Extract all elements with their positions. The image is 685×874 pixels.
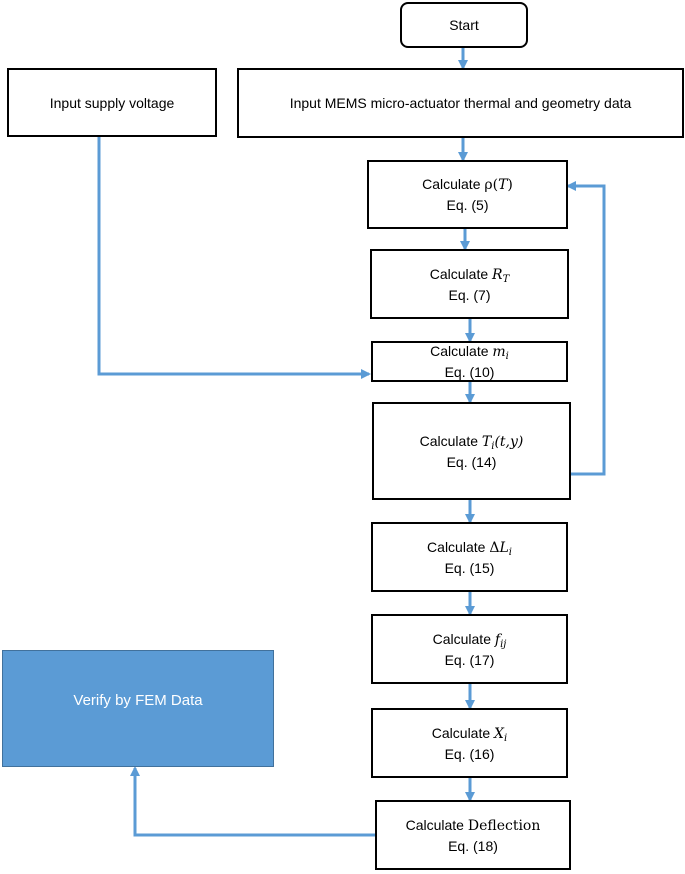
calc-mi-equation: Eq. (10) [444,364,495,380]
calc-xi-title: Calculate Xi [431,724,508,744]
calc-rho-title: Calculate ρ(T) [422,176,513,193]
arrow-supply-to-mi [97,137,371,379]
calc-mi-node: Calculate mi Eq. (10) [371,341,568,382]
arrow-ti-loop-to-rho [566,181,606,476]
calc-delta-l-title: Calculate ΔLi [427,538,512,558]
calc-rt-node: Calculate RT Eq. (7) [370,249,569,319]
calc-ti-title: Calculate Ti(t,y) [419,432,524,452]
supply-voltage-node: Input supply voltage [7,68,217,137]
input-data-label: Input MEMS micro-actuator thermal and ge… [289,95,632,111]
calc-xi-node: Calculate Xi Eq. (16) [371,708,568,778]
calc-rho-node: Calculate ρ(T) Eq. (5) [367,160,568,229]
verify-fem-node: Verify by FEM Data [2,650,274,767]
calc-ti-equation: Eq. (14) [446,453,497,470]
calc-delta-l-node: Calculate ΔLi Eq. (15) [371,522,568,592]
calc-rt-equation: Eq. (7) [448,286,491,303]
supply-voltage-label: Input supply voltage [49,94,175,111]
verify-fem-label: Verify by FEM Data [73,692,203,709]
start-node: Start [400,2,528,48]
calc-fij-title: Calculate fij [432,630,507,650]
start-label: Start [449,17,479,33]
calc-deflection-equation: Eq. (18) [448,837,498,854]
calc-mi-title: Calculate mi [430,343,509,362]
calc-deflection-title: Calculate Deflection [405,816,541,834]
calc-fij-equation: Eq. (17) [444,651,495,668]
calc-rho-equation: Eq. (5) [446,197,489,213]
calc-fij-node: Calculate fij Eq. (17) [371,614,568,684]
arrow-defl-to-verify [130,766,375,837]
calc-xi-equation: Eq. (16) [444,745,495,762]
input-data-node: Input MEMS micro-actuator thermal and ge… [237,68,684,138]
calc-delta-l-equation: Eq. (15) [444,559,495,576]
calc-deflection-node: Calculate Deflection Eq. (18) [375,800,571,870]
calc-rt-title: Calculate RT [429,265,510,285]
calc-ti-node: Calculate Ti(t,y) Eq. (14) [372,402,571,500]
